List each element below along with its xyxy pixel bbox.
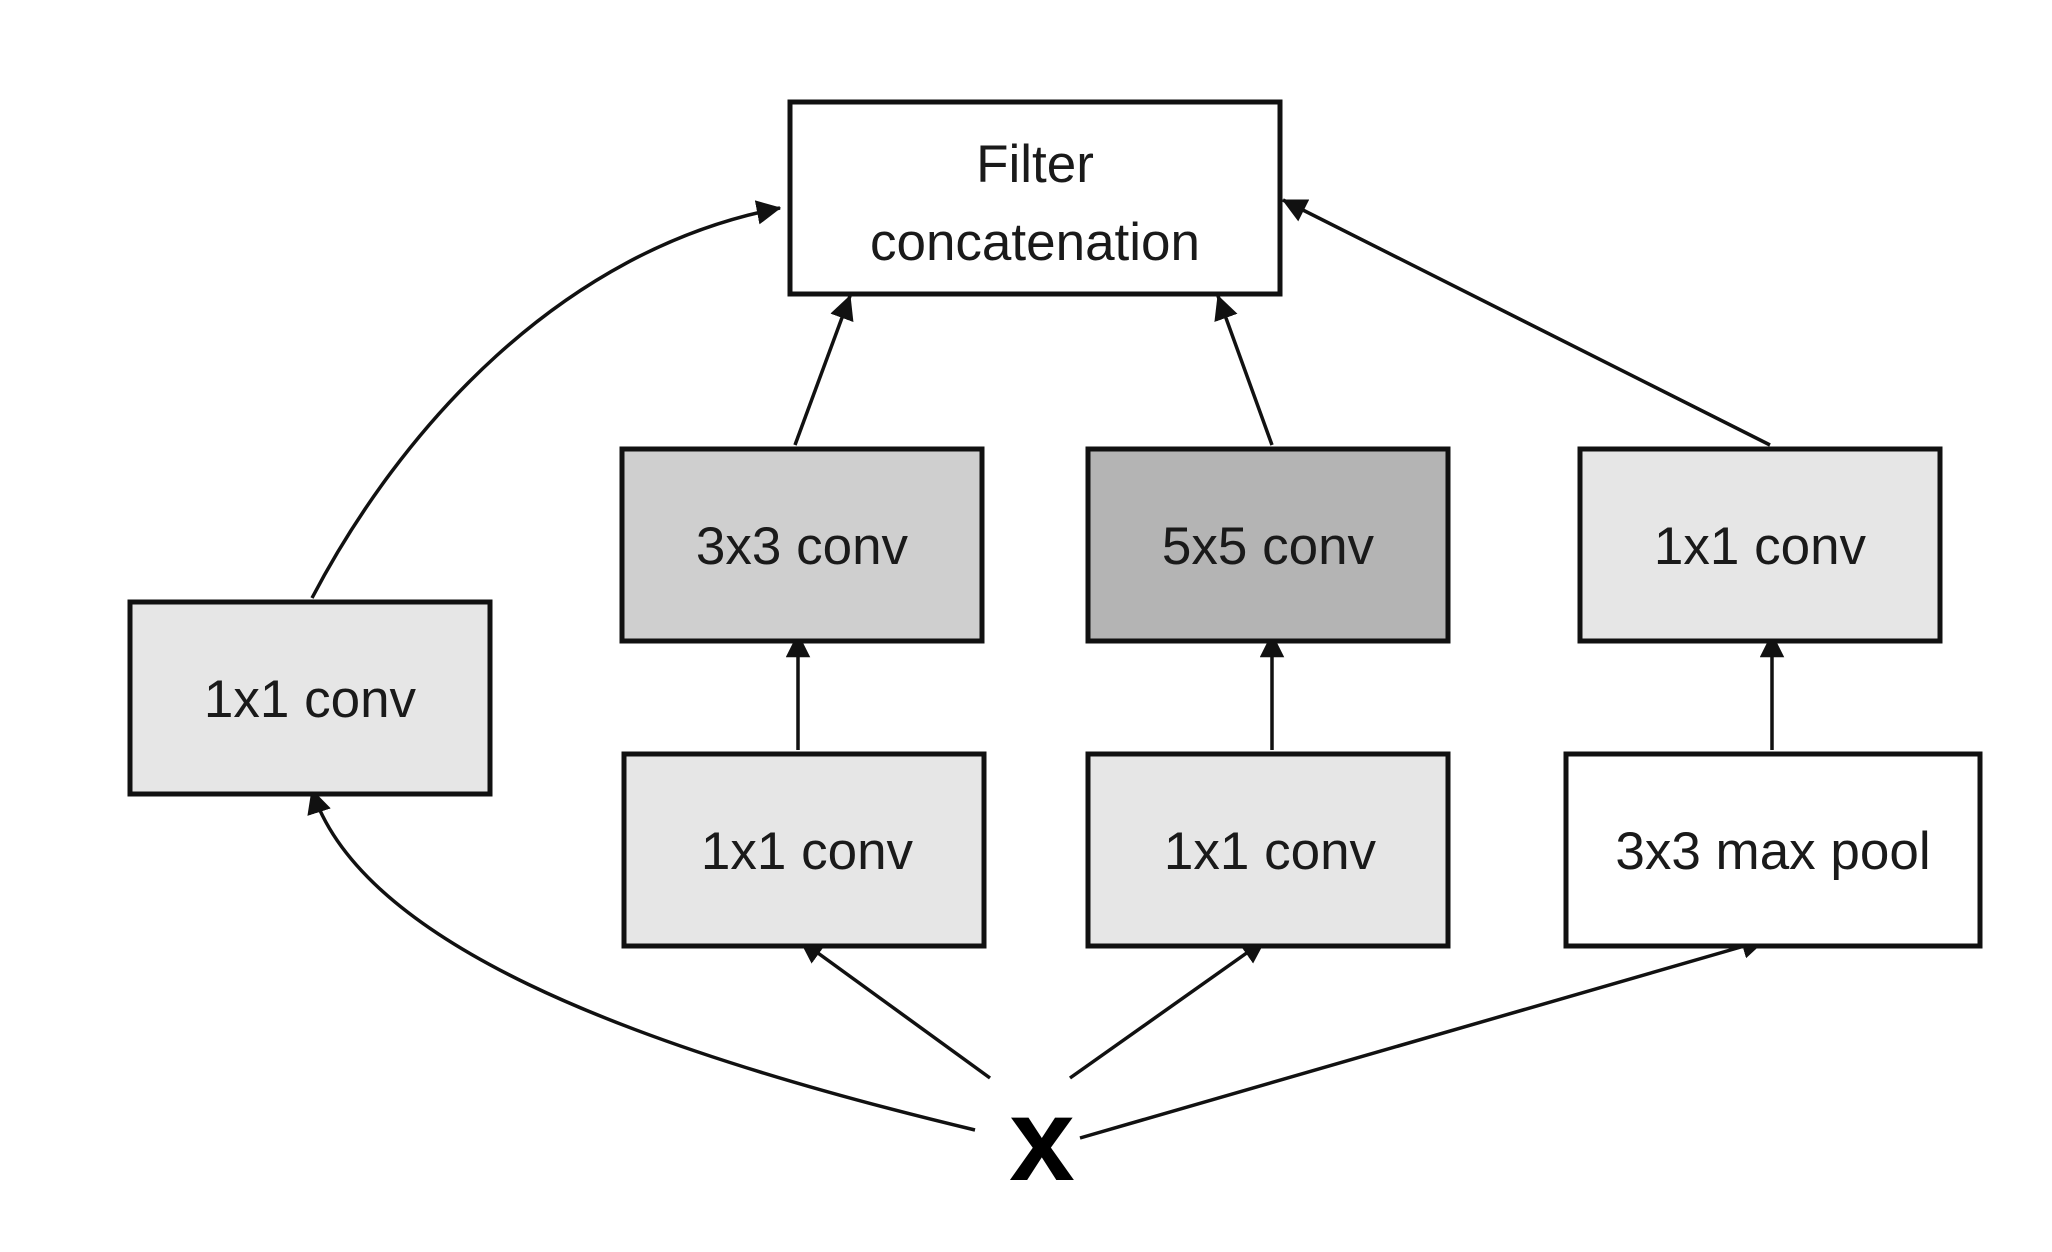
node-concat: Filter concatenation [787,99,1283,297]
conv1x1-right-box [1577,446,1943,644]
node-input: x [1009,1074,1075,1206]
edge-input-to-reduce-3x3 [798,938,992,1080]
reduce-3x3-label: 1x1 conv [701,822,914,881]
reduce-5x5-box [1085,751,1451,949]
conv3x3-label: 3x3 conv [696,517,909,576]
edges [307,198,1785,1140]
reduce-5x5-label: 1x1 conv [1164,822,1377,881]
node-conv3x3: 3x3 conv [619,446,985,644]
node-reduce-5x5: 1x1 conv [1085,751,1451,949]
input-x-label: x [1009,1074,1075,1206]
conv5x5-label: 5x5 conv [1162,517,1375,576]
edge-input-to-reduce-5x5 [1068,938,1267,1080]
conv1x1-left-box [127,599,493,797]
conv3x3-box [619,446,985,644]
edge-conv1x1-left-to-concat [310,200,782,599]
reduce-3x3-box [621,751,987,949]
concat-label-line1: Filter [976,135,1094,194]
edge-conv3x3-to-concat [793,294,854,446]
conv1x1-left-label: 1x1 conv [204,670,417,729]
edge-conv5x5-to-concat [1214,294,1274,446]
node-conv1x1-right: 1x1 conv [1577,446,1943,644]
edge-input-to-conv1x1-left [307,788,976,1132]
edge-input-to-maxpool [1079,934,1767,1140]
concat-box [787,99,1283,297]
conv5x5-box [1085,446,1451,644]
node-reduce-3x3: 1x1 conv [621,751,987,949]
node-conv1x1-left: 1x1 conv [127,599,493,797]
node-conv5x5: 5x5 conv [1085,446,1451,644]
concat-label-line2: concatenation [870,213,1200,272]
node-maxpool: 3x3 max pool [1563,751,1983,949]
maxpool-label: 3x3 max pool [1615,822,1930,881]
edge-conv1x1-right-to-concat [1281,198,1771,447]
maxpool-box [1563,751,1983,949]
conv1x1-right-label: 1x1 conv [1654,517,1867,576]
